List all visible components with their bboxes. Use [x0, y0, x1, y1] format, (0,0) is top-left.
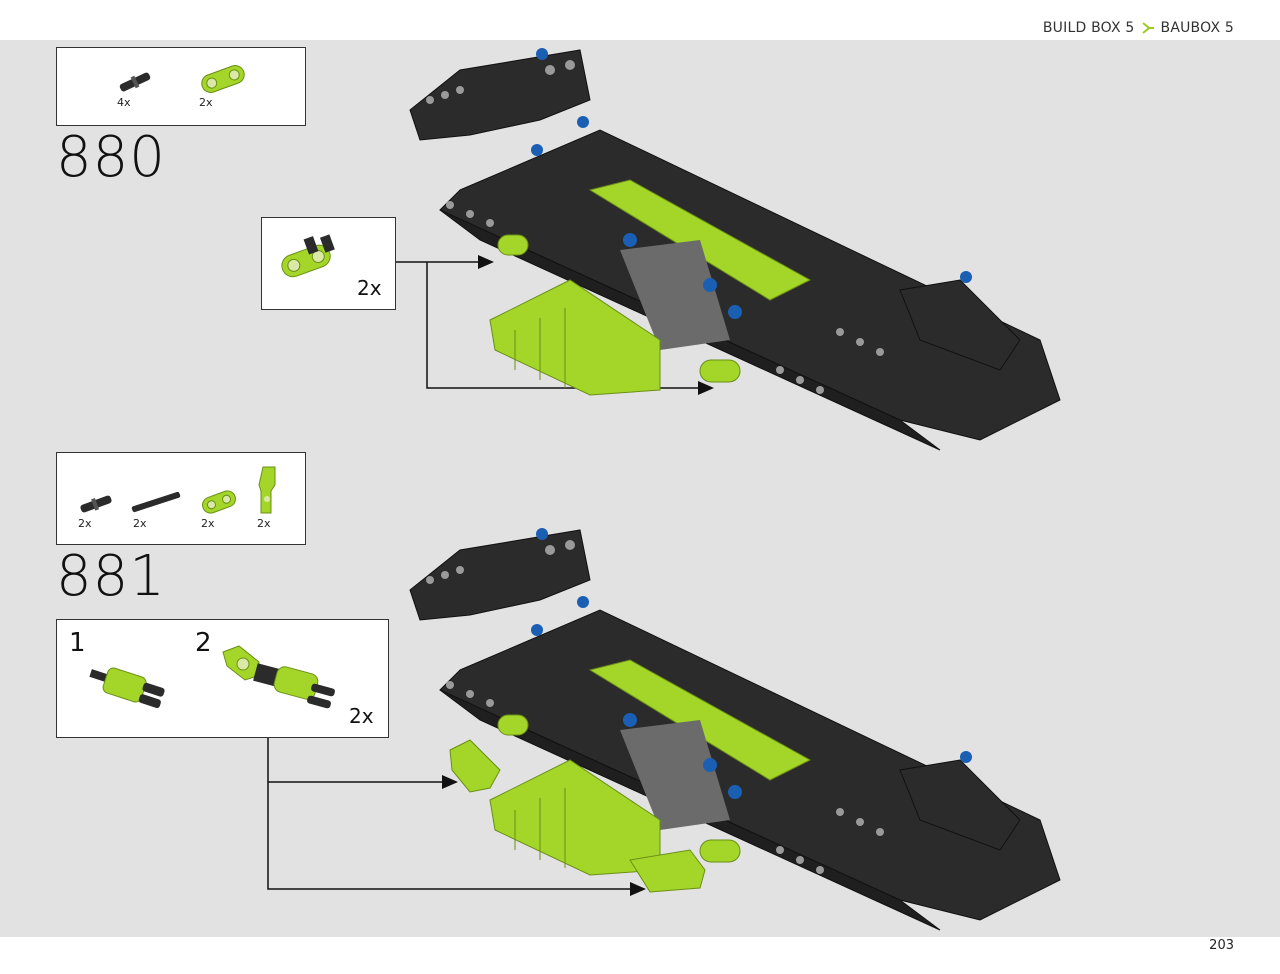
- build-box-label: BUILD BOX 5: [1042, 20, 1135, 36]
- black-axle-icon: [131, 491, 181, 513]
- black-axle-pin-icon: [119, 72, 151, 92]
- lime-connector-with-pins-icon: [89, 667, 165, 709]
- parts-list-881: 2x 2x 2x 2x: [56, 452, 306, 545]
- page-number: 203: [1209, 938, 1234, 953]
- lime-connector-icon: [201, 65, 245, 93]
- lime-connector-with-pins-icon: [281, 234, 335, 278]
- arrow-separator-icon: [1141, 22, 1154, 34]
- angle-connector-assembly-icon: [222, 645, 335, 709]
- part-qty: 2x: [201, 517, 215, 530]
- part-qty: 2x: [133, 517, 147, 530]
- subassembly-callout-880: 2x: [261, 217, 396, 310]
- subassembly-callout-881: 1 2 2x: [56, 619, 389, 738]
- part-qty: 4x: [117, 96, 131, 109]
- substep-number: 2: [195, 628, 212, 658]
- breadcrumb: BUILD BOX 5 BAUBOX 5: [1043, 20, 1234, 36]
- baubox-label: BAUBOX 5: [1160, 20, 1234, 36]
- part-qty: 2x: [199, 96, 213, 109]
- subassembly-qty: 2x: [349, 704, 374, 728]
- lime-angle-connector-icon: [258, 466, 276, 514]
- step-number: 880: [56, 125, 166, 190]
- part-qty: 2x: [78, 517, 92, 530]
- black-axle-pin-icon: [80, 495, 112, 513]
- step-number: 881: [56, 544, 166, 609]
- lime-connector-icon: [202, 490, 236, 514]
- subassembly-qty: 2x: [357, 276, 382, 300]
- model-illustration-881: [409, 528, 1061, 931]
- part-qty: 2x: [257, 517, 271, 530]
- model-illustration-880: [409, 48, 1061, 451]
- substep-number: 1: [69, 628, 86, 658]
- parts-list-880: 4x 2x: [56, 47, 306, 126]
